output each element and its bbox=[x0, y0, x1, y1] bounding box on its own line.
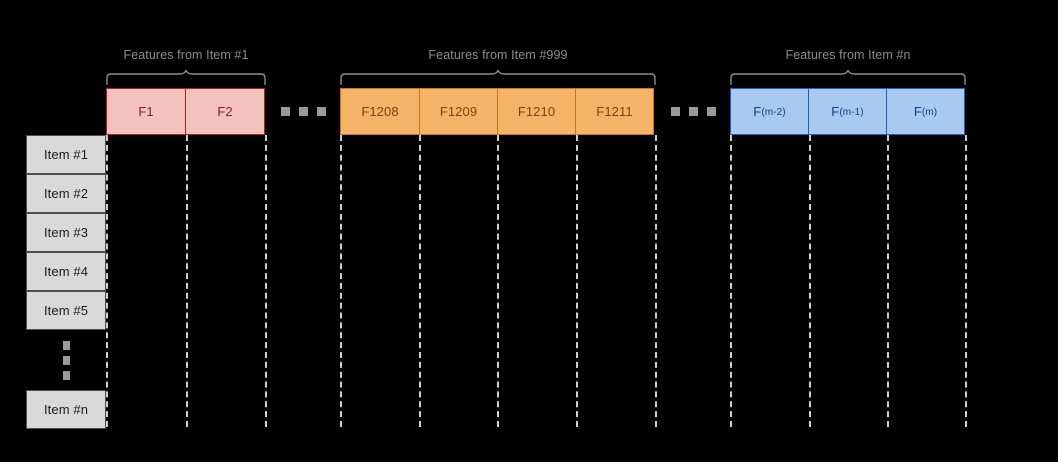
column-guide-1c bbox=[265, 135, 267, 427]
group-caption-item-1: Features from Item #1 bbox=[123, 48, 249, 62]
group-caption-item-n: Features from Item #n bbox=[785, 48, 911, 62]
feature-cell-fm-1-base: F bbox=[831, 104, 840, 119]
column-guide-2e bbox=[655, 135, 657, 427]
item-row-n: Item #n bbox=[26, 390, 106, 429]
feature-cell-fm-base: F bbox=[913, 104, 922, 119]
feature-cell-f1: F1 bbox=[106, 88, 186, 135]
item-row-2: Item #2 bbox=[26, 174, 106, 213]
feature-cell-f1211: F1211 bbox=[575, 88, 654, 135]
horizontal-ellipsis-icon-1 bbox=[281, 107, 326, 116]
feature-cell-fm-1-subscript: (m-1) bbox=[839, 107, 864, 118]
vertical-ellipsis-icon bbox=[60, 341, 72, 380]
column-guide-3d bbox=[965, 135, 967, 427]
feature-cell-f1209: F1209 bbox=[419, 88, 498, 135]
feature-cell-fm-1: F(m-1) bbox=[808, 88, 887, 135]
feature-cell-fm: F(m) bbox=[886, 88, 965, 135]
feature-cell-f1208: F1208 bbox=[340, 88, 420, 135]
group-caption-item-999: Features from Item #999 bbox=[428, 48, 568, 62]
item-row-1: Item #1 bbox=[26, 135, 106, 174]
column-guide-2c bbox=[497, 135, 499, 427]
column-guide-1a bbox=[106, 135, 108, 427]
column-guide-1b bbox=[186, 135, 188, 427]
column-guide-3c bbox=[887, 135, 889, 427]
item-row-3: Item #3 bbox=[26, 213, 106, 252]
item-row-4: Item #4 bbox=[26, 252, 106, 291]
column-guide-3b bbox=[809, 135, 811, 427]
feature-group-item-1: F1 F2 bbox=[106, 88, 265, 135]
column-guide-2d bbox=[576, 135, 578, 427]
group-bracket-item-n bbox=[730, 70, 966, 86]
column-guide-2a bbox=[340, 135, 342, 427]
feature-cell-fm-subscript: (m) bbox=[921, 107, 938, 118]
group-bracket-item-1 bbox=[106, 70, 266, 86]
column-guide-3a bbox=[730, 135, 732, 427]
item-row-5: Item #5 bbox=[26, 291, 106, 330]
feature-cell-fm-2-base: F bbox=[753, 104, 762, 119]
feature-group-item-n: F(m-2) F(m-1) F(m) bbox=[730, 88, 965, 135]
feature-cell-fm-2: F(m-2) bbox=[730, 88, 809, 135]
group-bracket-item-999 bbox=[340, 70, 656, 86]
horizontal-ellipsis-icon-2 bbox=[671, 107, 716, 116]
feature-cell-fm-2-subscript: (m-2) bbox=[761, 107, 786, 118]
feature-cell-f2: F2 bbox=[185, 88, 265, 135]
feature-group-item-999: F1208 F1209 F1210 F1211 bbox=[340, 88, 654, 135]
column-guide-2b bbox=[419, 135, 421, 427]
feature-cell-f1210: F1210 bbox=[497, 88, 576, 135]
